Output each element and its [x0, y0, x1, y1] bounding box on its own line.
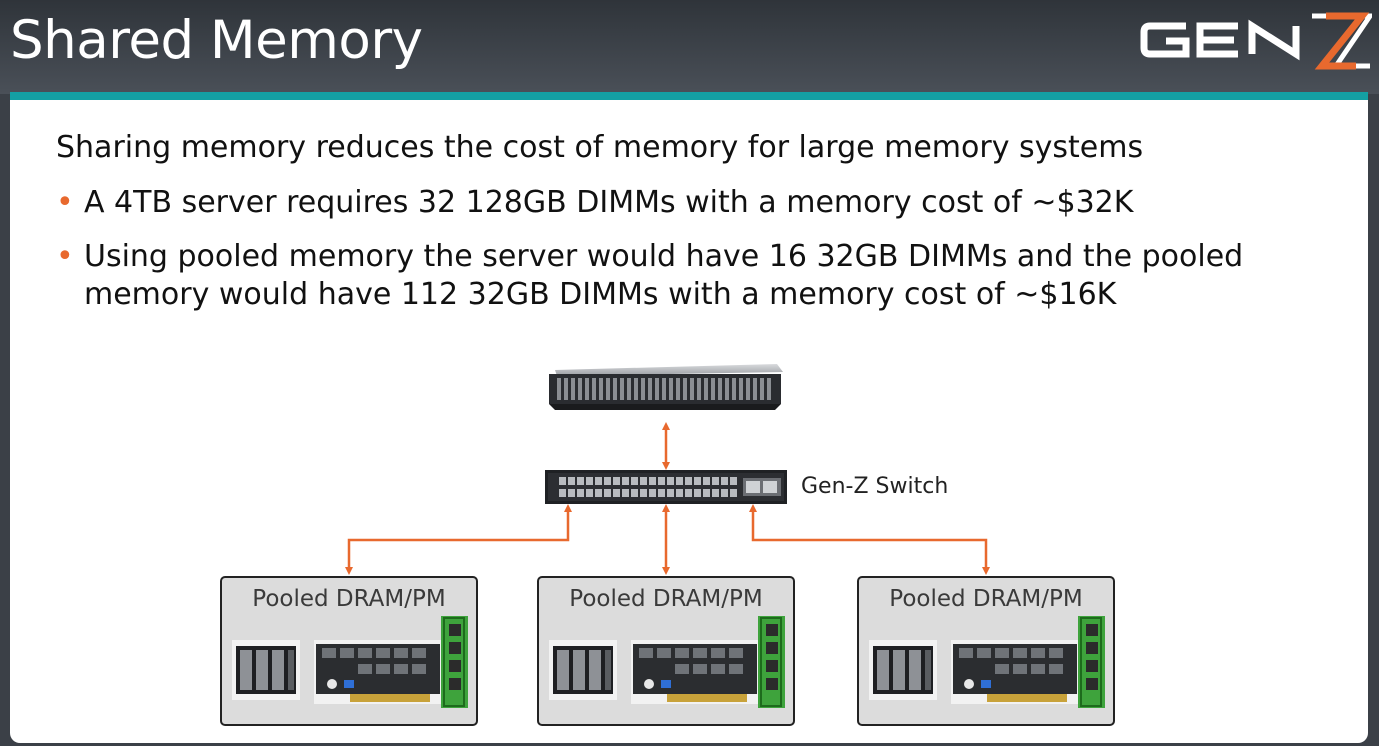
- memory-card-image: [314, 640, 442, 704]
- title-bar: [0, 0, 1379, 94]
- dimm-icon: [758, 616, 785, 708]
- memory-card-image: [631, 640, 759, 704]
- memory-pool: Pooled DRAM/PM: [220, 576, 478, 726]
- bullet-item: • A 4TB server requires 32 128GB DIMMs w…: [56, 184, 1316, 222]
- lead-text: Sharing memory reduces the cost of memor…: [56, 130, 1144, 165]
- server-image: [549, 364, 783, 410]
- memory-pool: Pooled DRAM/PM: [857, 576, 1115, 726]
- pool-label: Pooled DRAM/PM: [569, 586, 763, 612]
- switch-image: [545, 470, 787, 504]
- dimm-icon: [441, 616, 468, 708]
- dimm-icon: [1078, 616, 1105, 708]
- accent-bar: [10, 92, 1368, 100]
- pool-label: Pooled DRAM/PM: [252, 586, 446, 612]
- bullet-text: A 4TB server requires 32 128GB DIMMs wit…: [84, 185, 1134, 220]
- page-title: Shared Memory: [10, 10, 423, 71]
- memory-card-image: [951, 640, 1079, 704]
- bullet-dot-icon: •: [56, 239, 74, 274]
- bullet-item: • Using pooled memory the server would h…: [56, 238, 1316, 314]
- switch-label: Gen-Z Switch: [801, 474, 949, 499]
- pool-label: Pooled DRAM/PM: [889, 586, 1083, 612]
- drive-cage-image: [232, 640, 300, 700]
- drive-cage-image: [549, 640, 617, 700]
- memory-pool: Pooled DRAM/PM: [537, 576, 795, 726]
- bullet-dot-icon: •: [56, 185, 74, 220]
- genz-logo: [1140, 12, 1372, 70]
- bullet-text: Using pooled memory the server would hav…: [84, 239, 1244, 312]
- drive-cage-image: [869, 640, 937, 700]
